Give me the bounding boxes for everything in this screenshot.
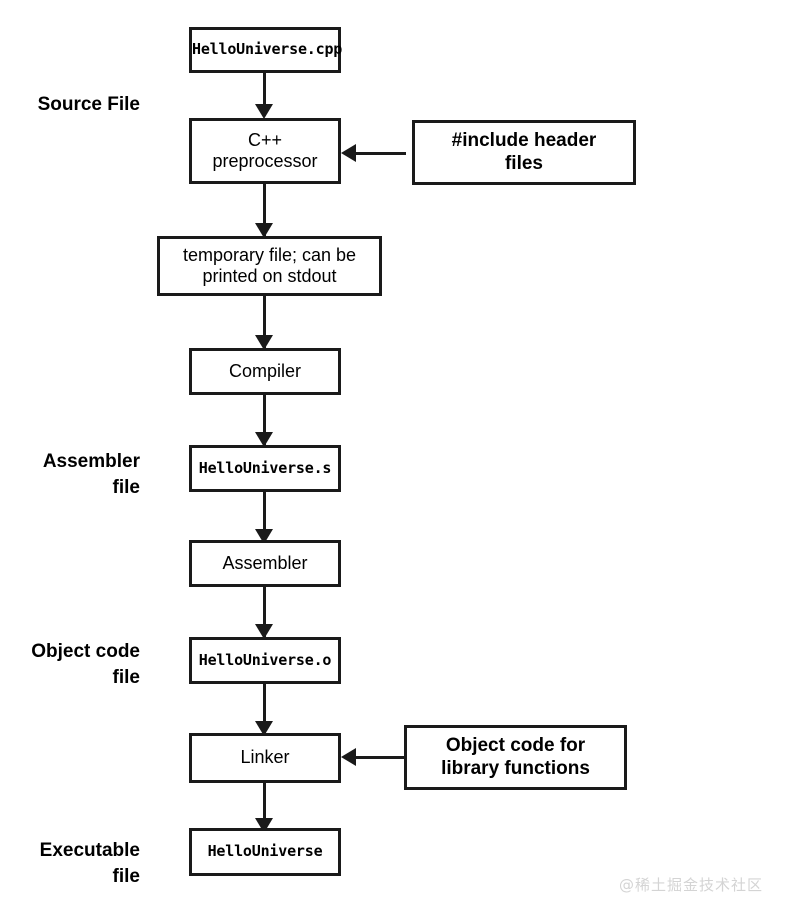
stage-label-object-code-file: Object code file — [31, 641, 140, 688]
node-cpp-preprocessor[interactable]: C++ preprocessor — [189, 118, 341, 184]
node-label: HelloUniverse.s — [198, 458, 332, 477]
connector-arrow-compiler-to-asm-file — [255, 432, 273, 447]
node-label: #include header files — [451, 130, 597, 174]
node-label: Assembler — [222, 552, 308, 573]
node-label: C++ preprocessor — [212, 129, 318, 171]
connector-line-preprocessor-to-temp — [263, 184, 266, 238]
node-include-header-files[interactable]: #include header files — [412, 120, 636, 185]
connector-line-assembler-to-obj-file — [263, 587, 266, 639]
node-label: Compiler — [228, 360, 302, 381]
node-temporary-file[interactable]: temporary file; can be printed on stdout — [157, 236, 382, 296]
connector-line-include-to-preprocessor — [351, 152, 406, 155]
connector-line-obj-file-to-linker — [263, 684, 266, 736]
connector-arrow-include-to-preprocessor — [341, 144, 356, 162]
node-linker[interactable]: Linker — [189, 733, 341, 783]
connector-arrow-assembler-to-obj-file — [255, 624, 273, 639]
node-label: Linker — [240, 747, 290, 768]
node-hellouniverse-cpp[interactable]: HelloUniverse.cpp — [189, 27, 343, 73]
node-object-code-library[interactable]: Object code for library functions — [404, 725, 627, 790]
connector-arrow-cpp-to-preprocessor — [255, 104, 273, 119]
connector-line-temp-to-compiler — [263, 296, 266, 350]
node-label: Object code for library functions — [441, 735, 590, 779]
connector-arrow-preprocessor-to-temp — [255, 223, 273, 238]
connector-line-library-to-linker — [351, 756, 406, 759]
node-hellouniverse-s[interactable]: HelloUniverse.s — [189, 445, 341, 492]
connector-arrow-temp-to-compiler — [255, 335, 273, 350]
stage-label-assembler-file: Assembler file — [42, 451, 140, 498]
node-assembler[interactable]: Assembler — [189, 540, 341, 587]
node-label: HelloUniverse.cpp — [192, 40, 343, 59]
connector-line-cpp-to-preprocessor — [263, 73, 266, 113]
stage-label-source-file: Source File — [37, 94, 140, 115]
node-label: HelloUniverse — [207, 842, 323, 861]
stage-label-executable-file: Executable file — [39, 840, 140, 887]
node-label: HelloUniverse.o — [198, 650, 332, 669]
node-compiler[interactable]: Compiler — [189, 348, 341, 395]
site-watermark: @稀土掘金技术社区 — [619, 876, 764, 894]
connector-arrow-obj-file-to-linker — [255, 721, 273, 736]
node-hellouniverse-o[interactable]: HelloUniverse.o — [189, 637, 341, 684]
connector-line-asm-file-to-assembler — [263, 492, 266, 544]
node-hellouniverse-executable[interactable]: HelloUniverse — [189, 828, 341, 876]
connector-arrow-library-to-linker — [341, 748, 356, 766]
connector-line-linker-to-executable — [263, 783, 266, 835]
node-label: temporary file; can be printed on stdout — [182, 244, 357, 286]
connector-line-compiler-to-asm-file — [263, 395, 266, 447]
